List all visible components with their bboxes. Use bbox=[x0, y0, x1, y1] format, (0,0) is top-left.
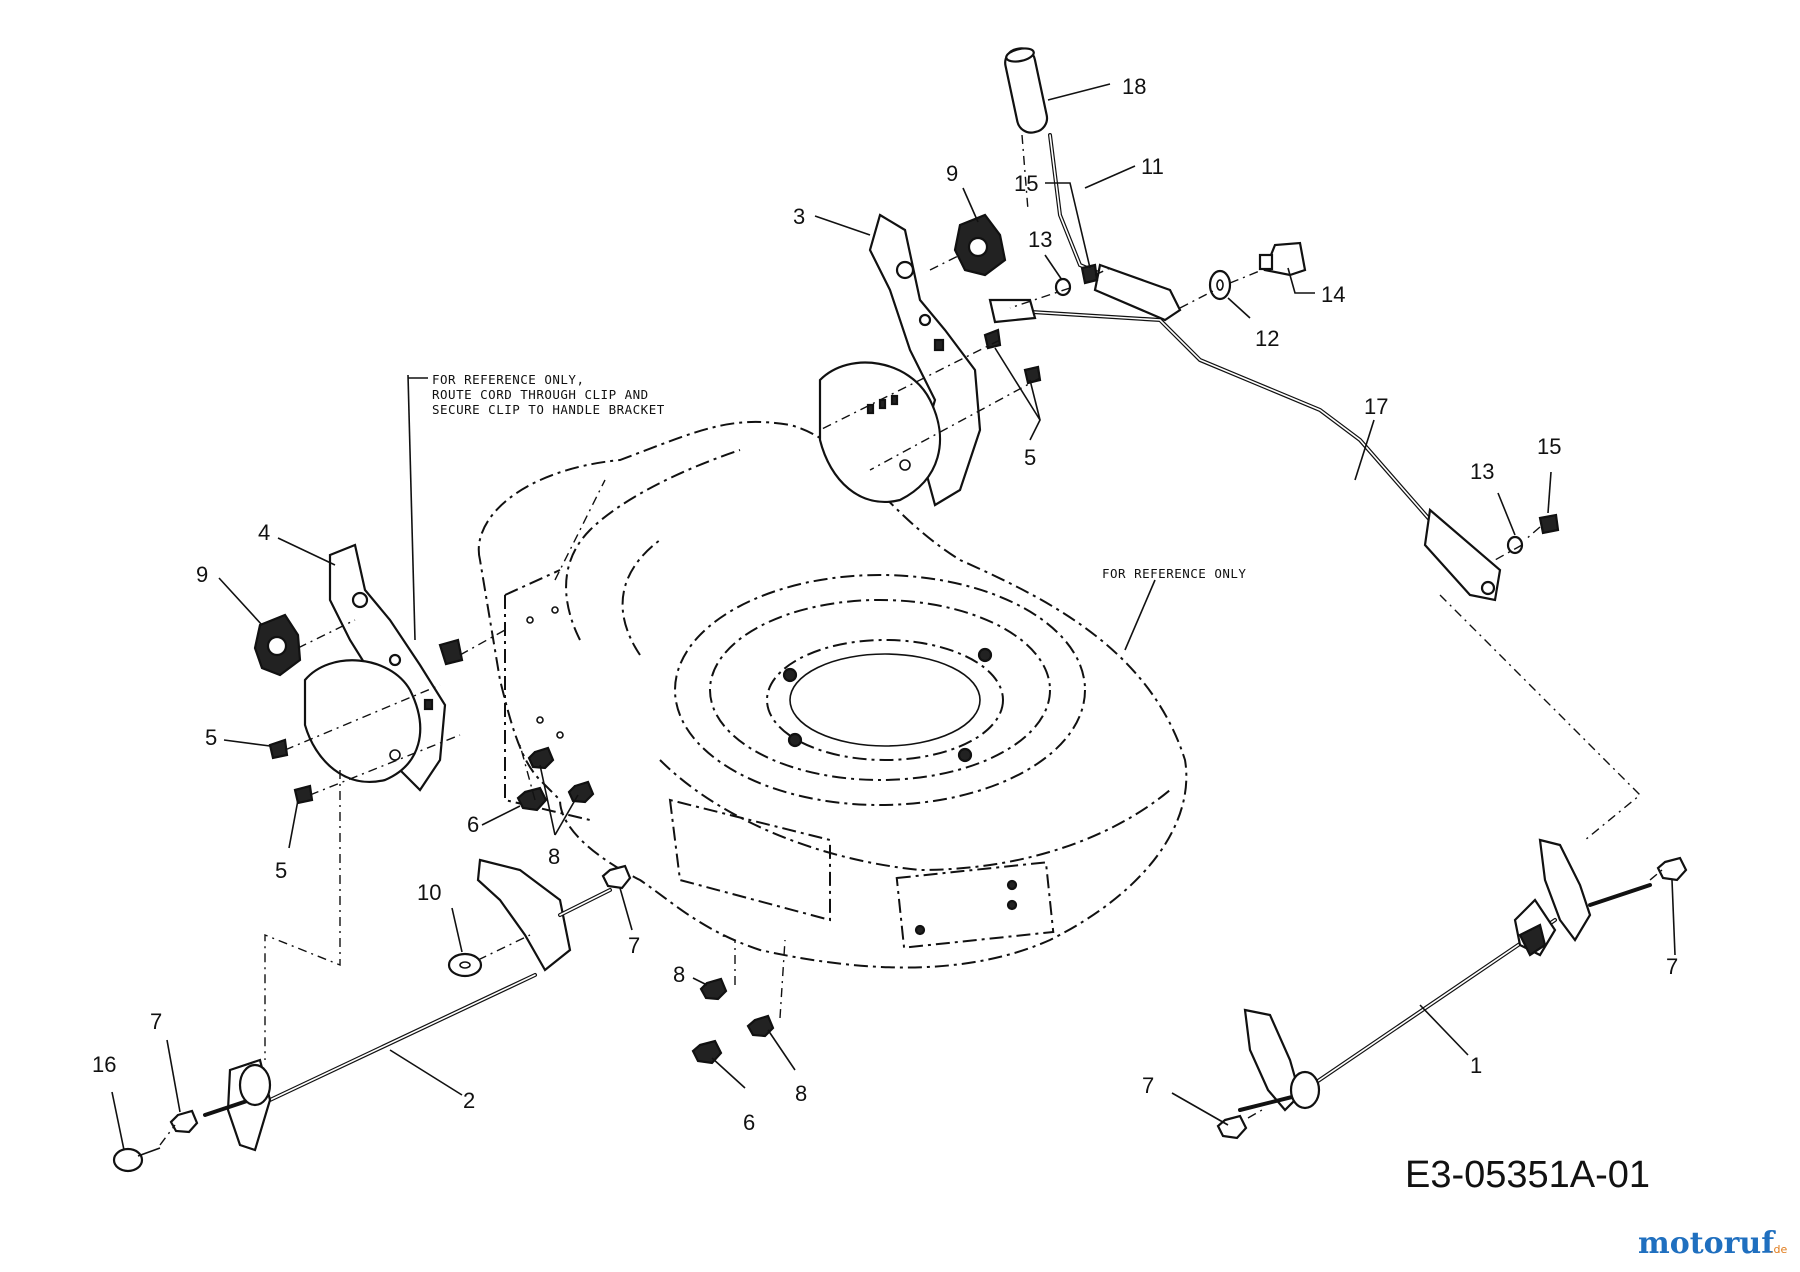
callout-5-left-top: 5 bbox=[205, 725, 217, 750]
callout-5-right: 5 bbox=[1024, 445, 1036, 470]
callout-15-right: 15 bbox=[1537, 434, 1561, 459]
svg-text:motoruf: motoruf bbox=[1638, 1226, 1776, 1261]
motoruf-watermark: motoruf .de bbox=[1638, 1226, 1787, 1261]
callout-16: 16 bbox=[92, 1052, 116, 1077]
hardware-small-parts bbox=[268, 241, 1560, 1065]
callout-leaders bbox=[111, 83, 1676, 1151]
callout-4: 4 bbox=[258, 520, 270, 545]
callout-9-right: 9 bbox=[946, 161, 958, 186]
callout-17: 17 bbox=[1364, 394, 1388, 419]
callout-13-right: 13 bbox=[1470, 459, 1494, 484]
handle-bracket-right bbox=[818, 213, 982, 507]
callout-7-rear-right: 7 bbox=[628, 933, 640, 958]
handle-clip-note: FOR REFERENCE ONLY, ROUTE CORD THROUGH C… bbox=[408, 372, 665, 417]
svg-text:SECURE CLIP TO HANDLE BRACKET: SECURE CLIP TO HANDLE BRACKET bbox=[432, 402, 665, 417]
callout-2: 2 bbox=[463, 1088, 475, 1113]
callout-7-rear-left: 7 bbox=[150, 1009, 162, 1034]
front-axle-assembly bbox=[1216, 838, 1688, 1140]
svg-text:ROUTE CORD THROUGH CLIP AND: ROUTE CORD THROUGH CLIP AND bbox=[432, 387, 649, 402]
handle-assembly bbox=[988, 47, 1502, 602]
svg-text:.de: .de bbox=[1770, 1243, 1787, 1256]
callout-8-upper: 8 bbox=[548, 844, 560, 869]
callout-12: 12 bbox=[1255, 326, 1279, 351]
deck-reference-note: FOR REFERENCE ONLY bbox=[1102, 566, 1246, 581]
callout-8-middle: 8 bbox=[673, 962, 685, 987]
callout-1: 1 bbox=[1470, 1053, 1482, 1078]
callout-5-left-bottom: 5 bbox=[275, 858, 287, 883]
assembly-dash-lines bbox=[159, 134, 1663, 1146]
knob-right bbox=[953, 213, 1007, 277]
callout-11: 11 bbox=[1141, 154, 1164, 179]
knob-left bbox=[253, 613, 302, 677]
handle-bracket-left bbox=[303, 543, 447, 792]
callout-8-lower: 8 bbox=[795, 1081, 807, 1106]
rear-axle-assembly bbox=[112, 858, 632, 1173]
svg-text:FOR REFERENCE ONLY,: FOR REFERENCE ONLY, bbox=[432, 372, 585, 387]
callout-6-lower: 6 bbox=[743, 1110, 755, 1135]
callout-6-upper: 6 bbox=[467, 812, 479, 837]
callout-3: 3 bbox=[793, 204, 805, 229]
callout-14: 14 bbox=[1321, 282, 1345, 307]
mower-deck bbox=[477, 420, 1188, 969]
callout-13-top: 13 bbox=[1028, 227, 1052, 252]
callout-10: 10 bbox=[417, 880, 441, 905]
callout-9-left: 9 bbox=[196, 562, 208, 587]
callout-7-front-left: 7 bbox=[1142, 1073, 1154, 1098]
part-number-callouts: 18 11 15 13 14 12 9 3 5 17 13 15 4 9 5 5… bbox=[92, 74, 1678, 1135]
diagram-reference-code: E3-05351A-01 bbox=[1405, 1154, 1650, 1196]
callout-18: 18 bbox=[1122, 74, 1146, 99]
callout-15-top: 15 bbox=[1014, 171, 1038, 196]
callout-7-front-right: 7 bbox=[1666, 954, 1678, 979]
